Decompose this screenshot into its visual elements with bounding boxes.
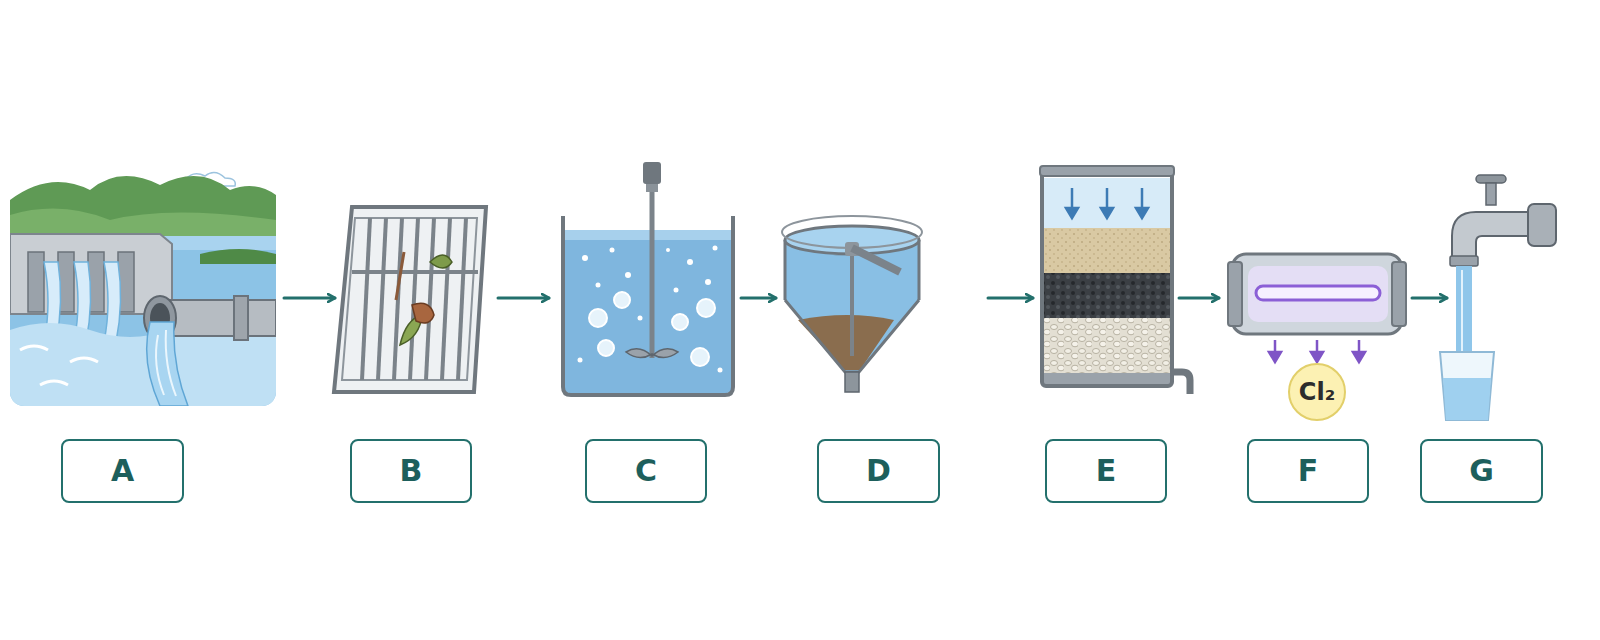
stage-letter: G — [1469, 456, 1494, 486]
stage-letter: F — [1298, 456, 1319, 486]
stage-label-box: C — [585, 439, 707, 503]
stage-letter: E — [1096, 456, 1117, 486]
flow-arrow — [1179, 297, 1219, 300]
flow-arrow — [1412, 297, 1447, 300]
process-stage: D — [778, 150, 986, 510]
stage-label-box: F — [1247, 439, 1369, 503]
tap-and-glass — [1440, 175, 1556, 420]
mixing-tank — [563, 162, 733, 395]
chemical-badge: Cl₂ — [1288, 363, 1346, 421]
process-stage: F — [1221, 150, 1410, 510]
process-stage: B — [337, 150, 496, 510]
flow-arrow — [498, 297, 549, 300]
stage-label-box: G — [1420, 439, 1543, 503]
process-stage: A — [10, 150, 282, 510]
clarifier — [782, 216, 922, 392]
bar-screen — [334, 207, 486, 392]
process-stage: E — [1035, 150, 1177, 510]
reservoir-scene — [10, 160, 276, 406]
flow-arrow — [988, 297, 1033, 300]
stage-label-box: E — [1045, 439, 1167, 503]
sand-filter — [1040, 166, 1190, 394]
stage-letter: B — [400, 456, 423, 486]
stage-label-box: B — [350, 439, 472, 503]
flow-arrow — [284, 297, 335, 300]
stage-label-box: A — [61, 439, 184, 503]
stage-label-box: D — [817, 439, 940, 503]
stage-letter: C — [635, 456, 657, 486]
flow-arrow — [741, 297, 776, 300]
process-stage: G — [1449, 150, 1590, 510]
chemical-formula: Cl₂ — [1299, 380, 1335, 404]
stage-letter: D — [866, 456, 891, 486]
uv-reactor — [1228, 254, 1406, 362]
process-stage: C — [551, 150, 739, 510]
stage-letter: A — [111, 456, 134, 486]
